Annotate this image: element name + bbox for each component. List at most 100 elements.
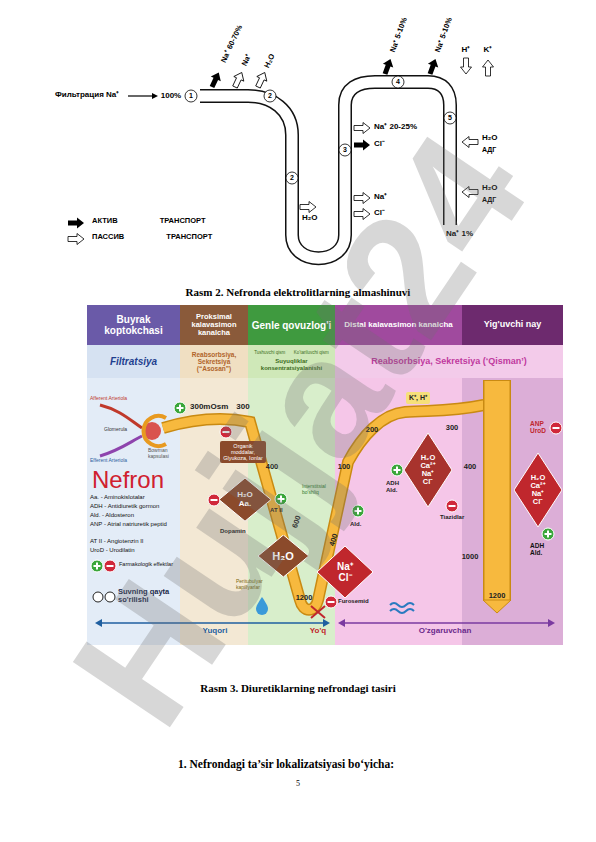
ion-label: Фильтрация Na⁺ [55, 91, 119, 100]
callout-number: 2 [268, 92, 272, 100]
node-text-group: Filtratsiya [110, 356, 157, 367]
node-text: Na⁺ Cl⁻ [333, 561, 357, 583]
glomerulus [144, 416, 166, 446]
drug-label: Ald. [350, 521, 361, 528]
callout-circle [339, 144, 351, 156]
ion-label: Na⁺ 5-10% [434, 17, 454, 54]
passive-transport-arrow [253, 70, 270, 89]
ion-label: H₂O [482, 134, 498, 143]
callout-number: 5 [448, 114, 452, 122]
callout-circle [185, 90, 197, 102]
cross-icon [311, 606, 325, 618]
node-text-group: H₂O Ca²⁺ Na⁺ Cl⁻ [528, 474, 548, 507]
active-transport-arrow [425, 57, 441, 76]
column-header: Proksimal kalavasimon kanalcha [180, 305, 248, 345]
filtration-arrow [152, 93, 158, 99]
passive-transport-arrow [461, 58, 472, 74]
scale-label: Yo'q [310, 627, 326, 636]
ion-label: Na⁺ 5-10% [389, 17, 409, 54]
drug-label: Furosemid [338, 598, 369, 605]
filtration-arrow [128, 95, 153, 96]
effect-icon [550, 422, 562, 434]
anatomy-label: Efferent Arteriola [90, 458, 127, 464]
node-text-group: Buyrak koptokchasi [89, 314, 178, 336]
callout-number: 2 [290, 174, 294, 182]
effect-icon [325, 596, 337, 608]
node-text: H₂O Ca²⁺ Na⁺ Cl⁻ [418, 454, 438, 487]
ion-label: H₂O [263, 53, 277, 70]
callout-circle [392, 76, 404, 88]
active-transport-arrow [68, 218, 84, 229]
wave-icon [390, 603, 414, 607]
ion-label: Na⁺ [241, 53, 254, 68]
diamond-outline [404, 433, 452, 507]
effect-icon [446, 500, 458, 512]
effect-icon [391, 464, 403, 476]
osmolality-value: 400 [464, 463, 477, 471]
anatomy-label: Glomerula [104, 427, 127, 433]
legend-text: АКТИВ ТРАНСПОРТ [92, 217, 206, 225]
effect-icon [174, 402, 186, 414]
range-arrow [323, 619, 330, 627]
ion-label: Na⁺ 60-70% [220, 24, 245, 64]
drug-label: ADH Ald. [386, 480, 404, 493]
active-transport-arrow [380, 57, 396, 76]
node-text: Filtratsiya [110, 356, 157, 367]
range-arrow [338, 619, 345, 627]
drug-label: Tiazidlar [440, 514, 464, 521]
glomerulus [100, 436, 142, 456]
glomerulus [100, 405, 142, 428]
node-text: Buyrak koptokchasi [89, 314, 178, 336]
process-band: Filtratsiya [87, 345, 180, 378]
legend-text: ПАССИВ ТРАНСПОРТ [92, 233, 212, 241]
osmolality-value: 300 [446, 424, 459, 432]
cross-icon [311, 606, 325, 618]
osmolality-value: 1200 [489, 592, 506, 600]
callout-number: 1 [189, 92, 193, 100]
drug-label: ADH Ald. [530, 542, 554, 556]
callout-circle [286, 172, 298, 184]
callout-number: 3 [343, 146, 347, 154]
node-text: Yig'uvchi nay [484, 320, 541, 330]
node-text-group: H₂O Ca²⁺ Na⁺ Cl⁻ [418, 454, 438, 487]
callout-circle [264, 90, 276, 102]
ion-label: 100% [161, 92, 181, 101]
section-heading: 1. Nefrondagi ta’sir lokalizatsiyasi bo‘… [178, 758, 394, 771]
wave-icon [390, 603, 414, 613]
callout-number: 4 [396, 78, 400, 86]
ion-label: H₂O [302, 214, 318, 223]
passive-transport-arrow [230, 70, 247, 89]
callout-circle [444, 112, 456, 124]
anatomy-label: Afferent Arteriola [90, 396, 127, 402]
passive-transport-arrow [483, 60, 494, 76]
page-number: 5 [296, 780, 300, 789]
ion-label: АДГ [482, 146, 496, 154]
node-text-group: Na⁺ Cl⁻ [333, 561, 357, 583]
column-band [462, 378, 563, 645]
column-header: Buyrak koptokchasi [87, 305, 180, 345]
active-transport-arrow [207, 70, 224, 89]
active-transport-arrow [354, 140, 370, 151]
passive-transport-arrow [354, 123, 370, 134]
diamond-outline [514, 453, 562, 527]
effect-icon [542, 528, 554, 540]
osmolality-value: 1000 [462, 553, 479, 561]
nephron-tubule [483, 600, 511, 613]
range-arrow [548, 619, 555, 627]
solute-diamond: H₂O Ca²⁺ Na⁺ Cl⁻ [514, 453, 562, 527]
passive-transport-arrow [300, 202, 316, 213]
nephron-tubule [485, 381, 510, 600]
node-text-group: Yig'uvchi nay [484, 320, 541, 330]
node-text: Proksimal kalavasimon kanalcha [182, 313, 246, 338]
ion-label: H⁺ [462, 46, 471, 55]
solute-diamond: H₂O Ca²⁺ Na⁺ Cl⁻ [404, 433, 452, 507]
drug-label: ANP UroD [530, 420, 550, 434]
nephron-tubule [483, 380, 511, 600]
wave-icon [390, 609, 414, 613]
node-text: H₂O Ca²⁺ Na⁺ Cl⁻ [528, 474, 548, 507]
node-text-group: Proksimal kalavasimon kanalcha [182, 313, 246, 338]
range-arrow [343, 622, 550, 624]
passive-transport-arrow [68, 234, 84, 245]
